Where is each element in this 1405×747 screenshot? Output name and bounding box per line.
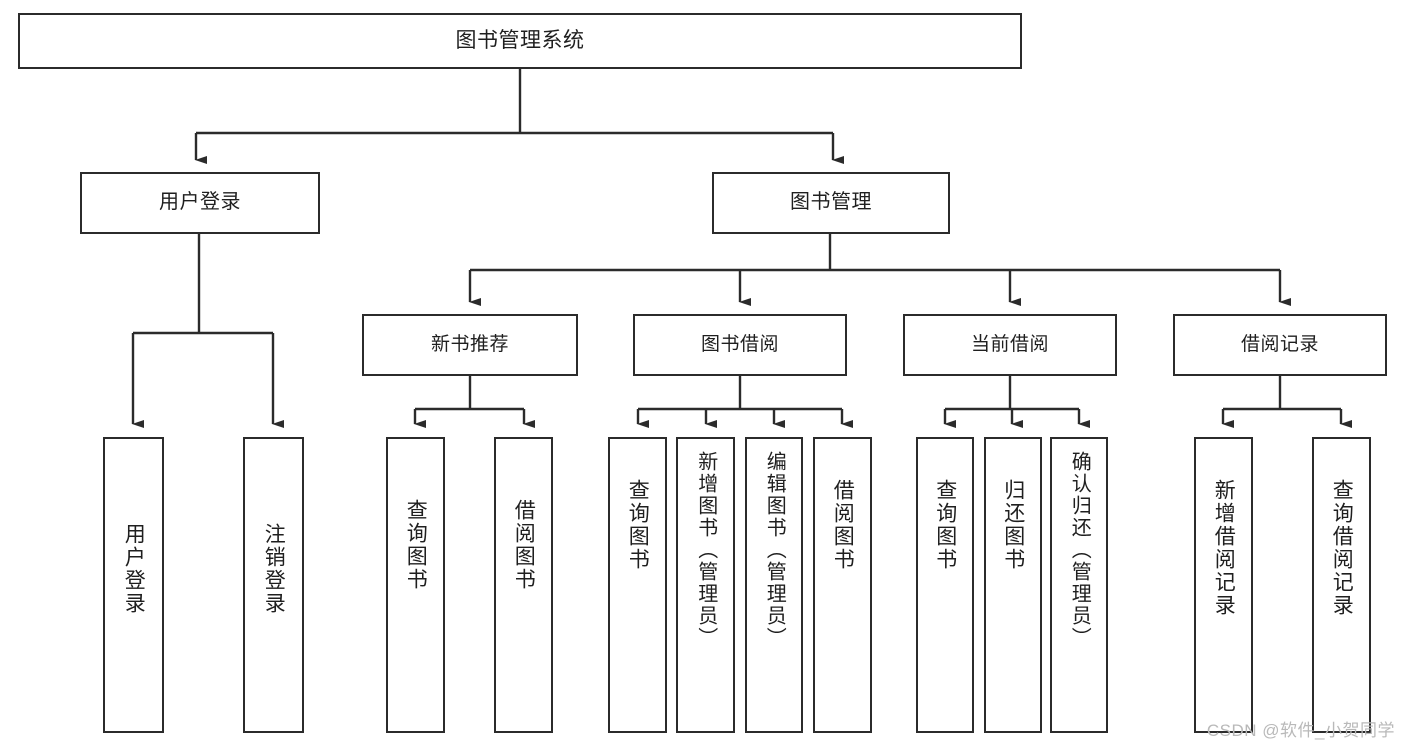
node-label: 用户登录 (159, 191, 241, 214)
node-label: 图书管理 (790, 191, 872, 214)
node-label: 查询图书 (404, 499, 428, 591)
node-label: 查询借阅记录 (1330, 479, 1354, 617)
leaf-current-confirm-return-admin[interactable]: 确认归还（管理员） (1050, 437, 1108, 733)
leaf-borrow-add-book-admin[interactable]: 新增图书（管理员） (676, 437, 735, 733)
csdn-watermark: CSDN @软件_小贺同学 (1206, 721, 1395, 740)
node-label: 编辑图书（管理员） (763, 451, 786, 649)
leaf-user-login-login[interactable]: 用户登录 (103, 437, 164, 733)
node-book-management[interactable]: 图书管理 (712, 172, 950, 234)
node-label: 归还图书 (1001, 479, 1025, 571)
leaf-user-login-logout[interactable]: 注销登录 (243, 437, 304, 733)
node-label: 当前借阅 (970, 333, 1049, 355)
node-label: 借阅图书 (512, 499, 536, 591)
node-label: 用户登录 (122, 523, 146, 615)
leaf-current-query-book[interactable]: 查询图书 (916, 437, 974, 733)
node-label: 借阅记录 (1240, 333, 1319, 355)
node-label: 新书推荐 (430, 333, 509, 355)
node-label: 确认归还（管理员） (1068, 451, 1091, 649)
node-user-login[interactable]: 用户登录 (80, 172, 320, 234)
node-new-book-recommend[interactable]: 新书推荐 (362, 314, 578, 376)
leaf-record-add-record[interactable]: 新增借阅记录 (1194, 437, 1253, 733)
node-borrow-record[interactable]: 借阅记录 (1173, 314, 1387, 376)
node-label: 新增借阅记录 (1212, 479, 1236, 617)
leaf-borrow-query-book[interactable]: 查询图书 (608, 437, 667, 733)
node-label: 新增图书（管理员） (694, 451, 717, 649)
node-label: 图书借阅 (700, 333, 779, 355)
leaf-borrow-borrow-book[interactable]: 借阅图书 (813, 437, 872, 733)
leaf-current-return-book[interactable]: 归还图书 (984, 437, 1042, 733)
node-label: 注销登录 (262, 523, 286, 615)
node-label: 借阅图书 (831, 479, 855, 571)
node-book-borrow[interactable]: 图书借阅 (633, 314, 847, 376)
leaf-record-query-record[interactable]: 查询借阅记录 (1312, 437, 1371, 733)
node-current-borrow[interactable]: 当前借阅 (903, 314, 1117, 376)
leaf-recommend-borrow-book[interactable]: 借阅图书 (494, 437, 553, 733)
node-label: 查询图书 (626, 479, 650, 571)
node-label: 图书管理系统 (455, 28, 585, 52)
node-label: 查询图书 (933, 479, 957, 571)
node-root-system[interactable]: 图书管理系统 (18, 13, 1022, 69)
leaf-recommend-query-book[interactable]: 查询图书 (386, 437, 445, 733)
leaf-borrow-edit-book-admin[interactable]: 编辑图书（管理员） (745, 437, 803, 733)
